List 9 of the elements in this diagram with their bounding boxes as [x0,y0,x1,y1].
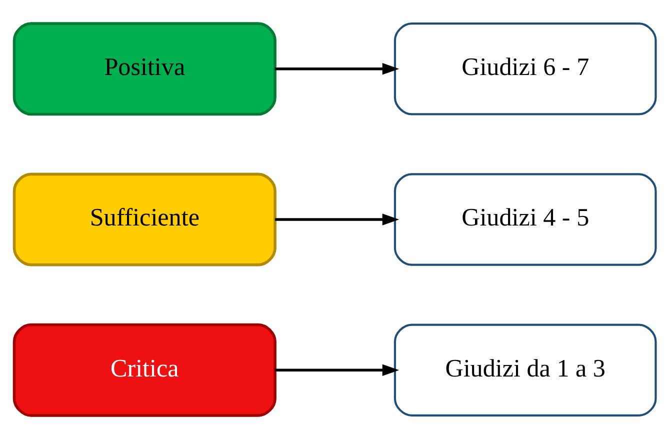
node-box: Critica [12,322,276,416]
node-box: Sufficiente [12,172,276,266]
node-box: Giudizi da 1 a 3 [394,323,657,416]
node-box: Giudizi 4 - 5 [394,172,657,266]
node-box: Positiva [12,22,276,116]
arrow [275,62,400,74]
arrow [275,364,400,376]
arrow [275,213,400,225]
node-box: Giudizi 6 - 7 [394,22,657,115]
